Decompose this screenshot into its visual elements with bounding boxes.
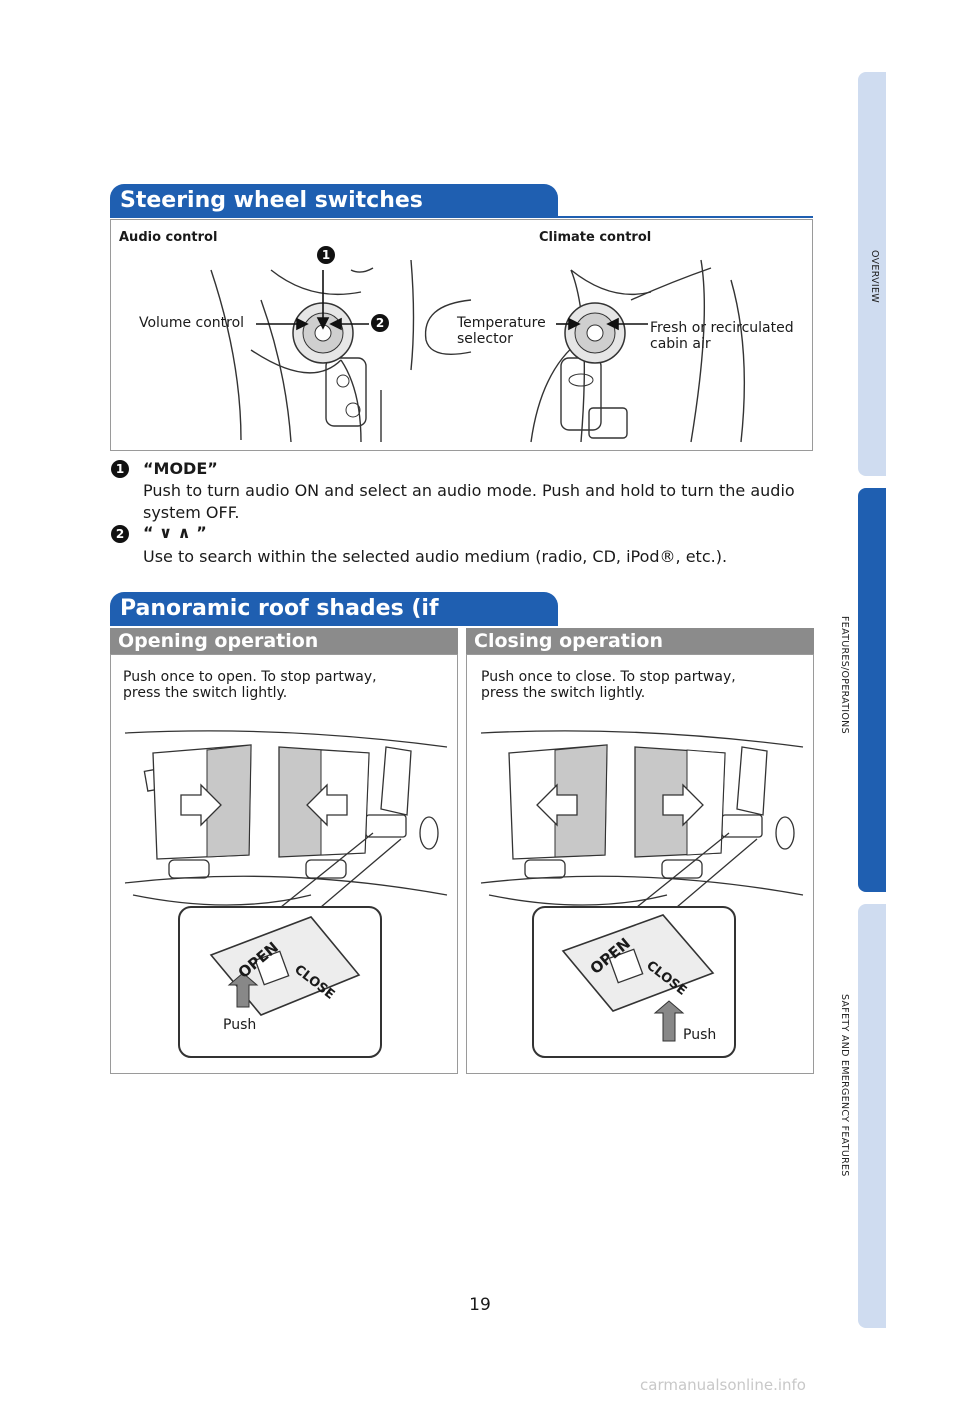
opening-operation-heading: Opening operation xyxy=(110,628,458,654)
closing-panel: Push once to close. To stop partway, pre… xyxy=(466,654,814,1074)
section-title-roof: Panoramic roof shades (if equipped) xyxy=(110,592,558,626)
tab-overview[interactable]: OVERVIEW xyxy=(858,72,886,476)
tab-overview-label: OVERVIEW xyxy=(869,250,880,303)
steering-illustration-panel: Audio control Climate control xyxy=(110,219,813,451)
callout-badge-2: 2 xyxy=(371,314,389,332)
closing-operation-heading: Closing operation xyxy=(466,628,814,654)
watermark: carmanualsonline.info xyxy=(640,1376,806,1394)
item-badge-1: 1 xyxy=(111,460,129,478)
section-title-steering: Steering wheel switches xyxy=(110,184,558,218)
opening-panel: Push once to open. To stop partway, pres… xyxy=(110,654,458,1074)
item-title-seek: “ ∨ ∧ ” xyxy=(143,523,207,542)
volume-control-label: Volume control xyxy=(139,315,244,331)
tab-safety-emergency-label: SAFETY AND EMERGENCY FEATURES xyxy=(839,994,850,1177)
callout-badge-1: 1 xyxy=(317,246,335,264)
closing-roof-illustration xyxy=(467,655,815,1075)
tab-features-operations-label: FEATURES/OPERATIONS xyxy=(839,616,850,617)
item-body-seek: Use to search within the selected audio … xyxy=(143,546,803,568)
tab-safety-emergency[interactable]: SAFETY AND EMERGENCY FEATURES xyxy=(858,904,886,1328)
item-badge-2: 2 xyxy=(111,525,129,543)
opening-push-label: Push xyxy=(223,1017,256,1033)
temperature-selector-label: Temperature selector xyxy=(457,315,546,347)
item-body-mode: Push to turn audio ON and select an audi… xyxy=(143,480,803,524)
closing-push-label: Push xyxy=(683,1027,716,1043)
page-number: 19 xyxy=(0,1295,960,1315)
opening-roof-illustration xyxy=(111,655,459,1075)
item-title-mode: “MODE” xyxy=(143,459,218,478)
fresh-air-label: Fresh or recirculated cabin air xyxy=(650,320,794,352)
banner-rule xyxy=(110,216,813,218)
tab-features-operations[interactable]: FEATURES/OPERATIONS xyxy=(858,488,886,892)
